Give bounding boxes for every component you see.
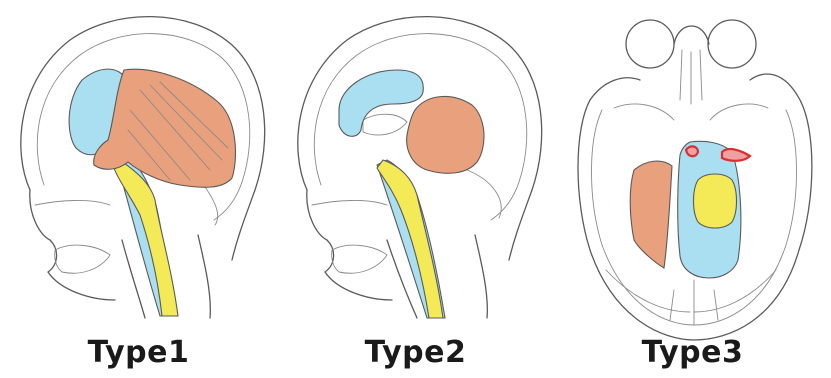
type2-cerebellum-line xyxy=(467,170,501,218)
type3-frontal-lobes xyxy=(614,104,768,120)
type3-left-red-vessel xyxy=(686,146,698,156)
type3-orange-tumor xyxy=(630,161,672,268)
type2-neck-back xyxy=(475,235,487,318)
type3-occipital-lines xyxy=(606,270,776,312)
type2-label: Type2 xyxy=(277,335,554,370)
type1-neck-back xyxy=(198,235,210,318)
type3-left-eye xyxy=(626,20,674,68)
type3-axial-drawing xyxy=(554,0,831,378)
type3-nasal-bridge xyxy=(674,26,709,44)
type2-sagittal-drawing xyxy=(277,0,554,378)
type1-panel: Type1 xyxy=(0,0,277,378)
type1-orbit xyxy=(55,245,110,273)
type2-orbit xyxy=(332,245,387,273)
type3-panel: Type3 xyxy=(554,0,831,378)
type2-thalamus-outline xyxy=(363,114,407,135)
type1-label: Type1 xyxy=(0,335,277,370)
type3-yellow-mass xyxy=(694,174,737,228)
type1-sagittal-drawing xyxy=(0,0,277,378)
type3-right-red-vessel xyxy=(722,149,750,161)
type1-skull-base-line xyxy=(35,200,110,205)
type3-posterior-lines xyxy=(670,280,718,325)
type3-skull-front-left xyxy=(590,78,640,100)
type2-skull-base-line xyxy=(312,200,387,205)
type3-label: Type3 xyxy=(554,335,831,370)
type2-orange-tumor xyxy=(407,96,484,173)
type3-right-eye xyxy=(708,20,756,68)
type2-panel: Type2 xyxy=(277,0,554,378)
type3-nasal-septum-lines xyxy=(680,50,702,104)
